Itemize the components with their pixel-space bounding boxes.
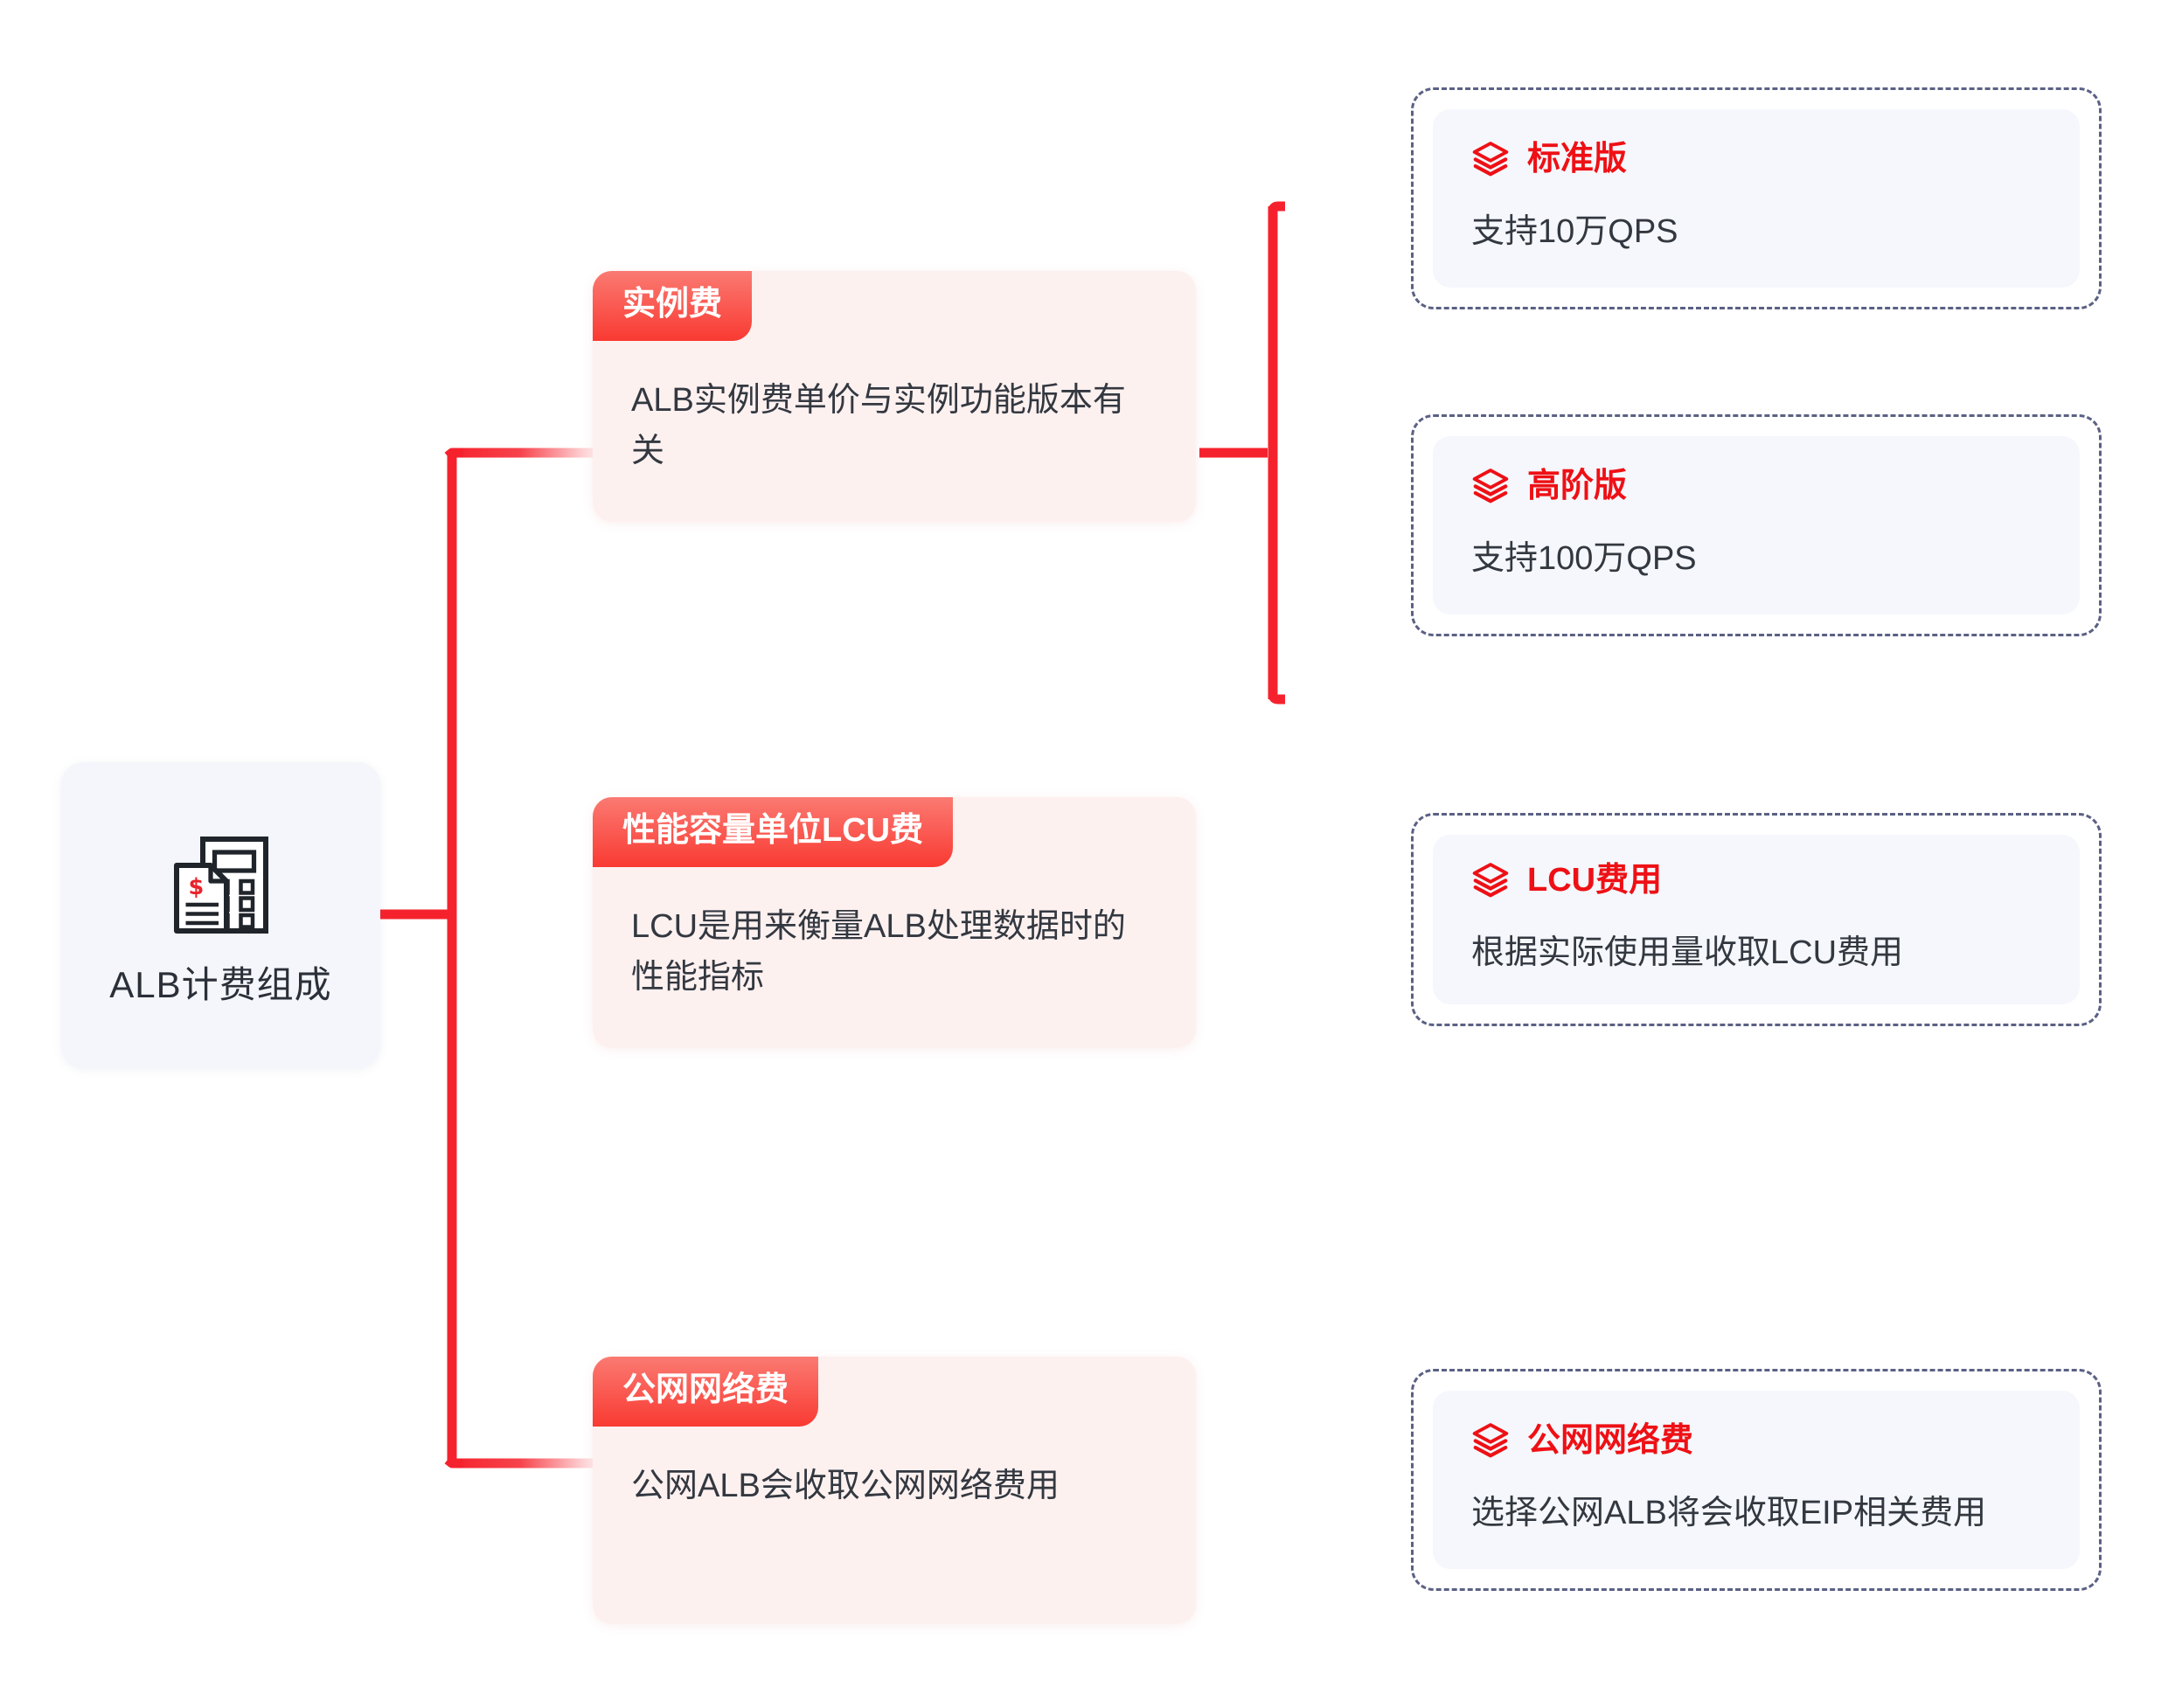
svg-text:$: $ [188, 874, 204, 900]
branch-tab-internet-fee: 公网网络费 [593, 1357, 819, 1427]
leaf-desc-standard: 支持10万QPS [1471, 213, 1678, 251]
branch-tab-instance-fee: 实例费 [593, 271, 753, 341]
leaf-title-internet: 公网网络费 [1527, 1421, 1694, 1459]
leaf-desc-internet: 选择公网ALB将会收取EIP相关费用 [1471, 1495, 1987, 1532]
connector-branch1-split-bottom-corner [1268, 687, 1285, 705]
connector-trunk-to-branch-3 [447, 1453, 603, 1468]
leaf-card-internet: 公网网络费 选择公网ALB将会收取EIP相关费用 [1433, 1391, 2080, 1569]
branch-card-internet-fee[interactable]: 公网网络费 公网ALB会收取公网网络费用 [593, 1357, 1196, 1624]
leaf-title-standard: 标准版 [1527, 140, 1628, 177]
leaf-title-advanced: 高阶版 [1527, 467, 1628, 504]
branch-tab-lcu-fee: 性能容量单位LCU费 [593, 797, 954, 867]
leaf-head-internet: 公网网络费 [1471, 1421, 2041, 1460]
layers-icon [1472, 142, 1509, 177]
leaf-head-lcu: LCU费用 [1471, 861, 2041, 899]
leaf-card-standard: 标准版 支持10万QPS [1433, 109, 2080, 288]
leaf-head-advanced: 高阶版 [1471, 467, 2041, 505]
leaf-title-lcu: LCU费用 [1527, 861, 1663, 899]
root-label: ALB计费组成 [109, 963, 332, 1005]
leaf-wrap-internet[interactable]: 公网网络费 选择公网ALB将会收取EIP相关费用 [1411, 1369, 2102, 1591]
leaf-wrap-lcu[interactable]: LCU费用 根据实际使用量收取LCU费用 [1411, 813, 2102, 1026]
layers-icon [1472, 469, 1509, 503]
connector-corner-3 [444, 1455, 463, 1468]
branch-body-lcu-fee: LCU是用来衡量ALB处理数据时的性能指标 [631, 907, 1126, 996]
leaf-desc-advanced: 支持100万QPS [1471, 540, 1697, 578]
connector-corner-1 [444, 448, 463, 461]
leaf-desc-lcu: 根据实际使用量收取LCU费用 [1471, 934, 1904, 972]
connector-branch1-split-top-corner [1268, 201, 1285, 219]
leaf-head-standard: 标准版 [1471, 140, 2041, 178]
leaf-card-advanced: 高阶版 支持100万QPS [1433, 436, 2080, 614]
branch-body-instance-fee: ALB实例费单价与实例功能版本有关 [631, 381, 1126, 469]
leaf-wrap-standard[interactable]: 标准版 支持10万QPS [1411, 87, 2102, 309]
connector-trunk-to-branch-1 [447, 448, 603, 463]
layers-icon [1472, 1423, 1509, 1458]
branch-card-instance-fee[interactable]: 实例费 ALB实例费单价与实例功能版本有关 [593, 271, 1196, 523]
calculator-invoice-icon: $ [173, 836, 268, 934]
leaf-wrap-advanced[interactable]: 高阶版 支持100万QPS [1411, 414, 2102, 636]
branch-body-internet-fee: 公网ALB会收取公网网络费用 [631, 1467, 1060, 1504]
layers-icon [1472, 863, 1509, 898]
leaf-card-lcu: LCU费用 根据实际使用量收取LCU费用 [1433, 835, 2080, 1004]
branch-card-lcu-fee[interactable]: 性能容量单位LCU费 LCU是用来衡量ALB处理数据时的性能指标 [593, 797, 1196, 1049]
root-node[interactable]: $ ALB计费组成 [61, 762, 380, 1068]
